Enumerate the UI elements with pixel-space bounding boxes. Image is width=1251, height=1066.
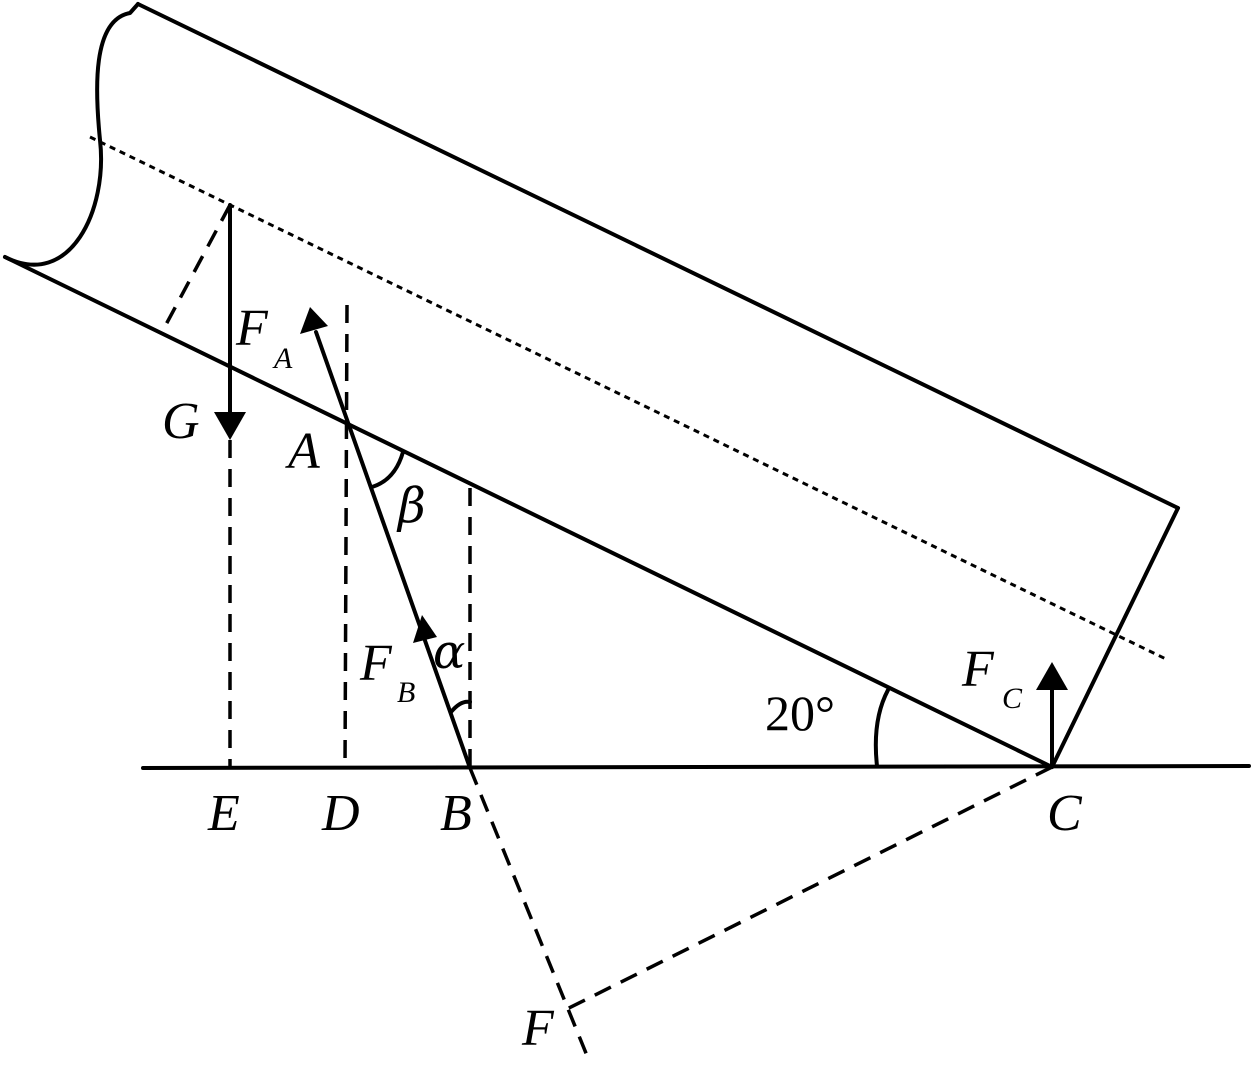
force-g-arrowhead	[214, 412, 246, 440]
extension-b-f	[468, 767, 592, 1064]
label-c: C	[1047, 785, 1083, 842]
label-fa: F	[235, 300, 269, 357]
label-a: A	[285, 423, 320, 480]
beam-top-edge	[136, 2, 1180, 510]
label-b: B	[440, 785, 472, 842]
label-fb-sub: B	[397, 676, 415, 709]
perpendicular-from-g	[160, 204, 232, 333]
label-beta: β	[396, 478, 426, 534]
alpha-arc	[449, 699, 472, 714]
beam-bottom-edge	[3, 255, 1054, 769]
beam-end-edge	[1050, 506, 1180, 769]
force-fa-arrowhead	[300, 307, 328, 334]
label-incline-angle: 20°	[765, 685, 835, 741]
line-c-f	[566, 765, 1053, 1011]
ground-line	[141, 764, 1251, 770]
label-alpha: α	[433, 624, 465, 680]
vertical-dashed-d	[343, 304, 349, 769]
force-fc-arrowhead	[1036, 662, 1068, 690]
label-f: F	[521, 1000, 555, 1057]
label-d: D	[321, 785, 360, 842]
incline-angle-arc	[873, 688, 890, 768]
label-g: G	[162, 393, 200, 450]
label-fc-sub: C	[1002, 682, 1023, 715]
label-fa-sub: A	[272, 342, 293, 375]
label-fb: F	[359, 635, 393, 692]
beta-arc	[370, 450, 405, 489]
rod-ba	[314, 330, 472, 770]
beam-center-line	[89, 135, 1169, 662]
force-fb-arrowhead	[413, 615, 437, 643]
label-fc: F	[961, 641, 995, 698]
beam-break-curve	[3, 2, 140, 267]
label-e: E	[207, 785, 240, 842]
